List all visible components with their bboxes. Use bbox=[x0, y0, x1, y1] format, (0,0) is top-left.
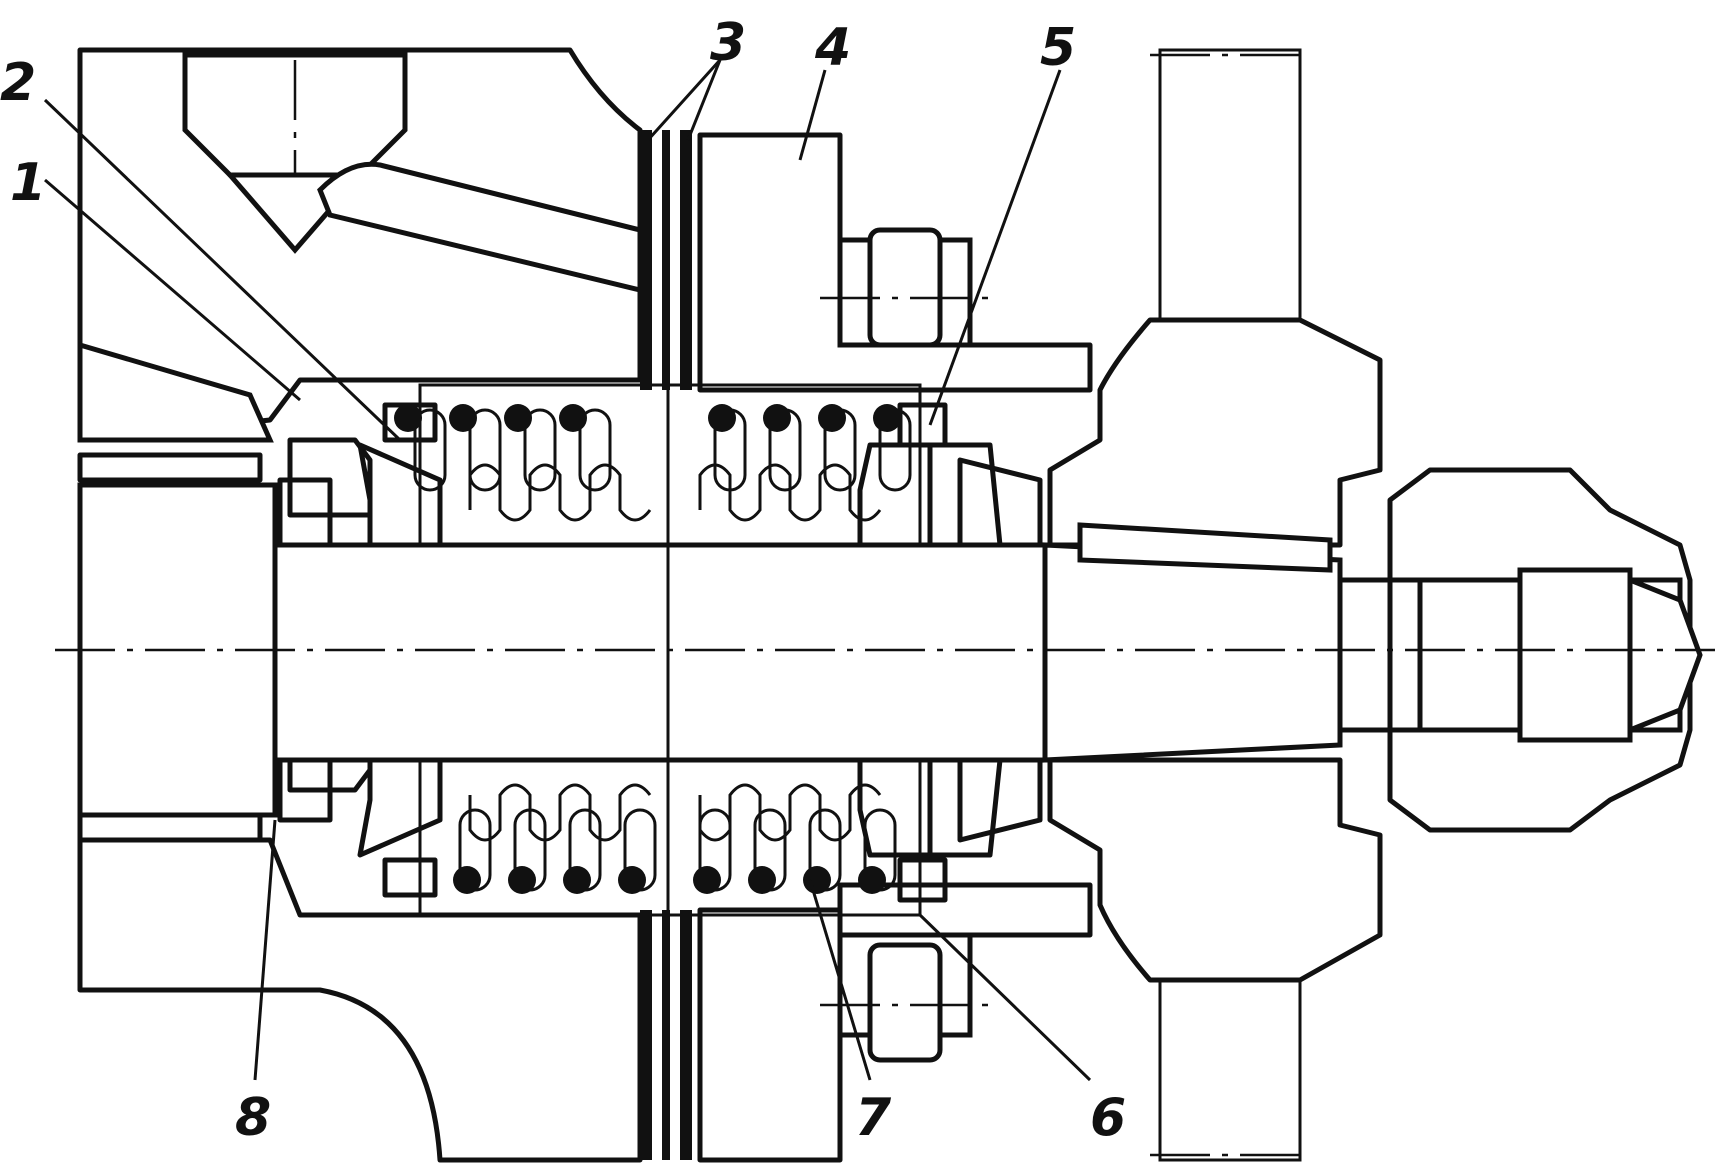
label-6: 6 bbox=[1090, 1088, 1126, 1148]
upper-bolt bbox=[820, 227, 990, 348]
label-1: 1 bbox=[10, 153, 46, 213]
springs-lower bbox=[453, 808, 897, 894]
label-3: 3 bbox=[710, 13, 746, 73]
label-2: 2 bbox=[0, 53, 36, 113]
springs-upper bbox=[394, 404, 912, 492]
lower-bolt bbox=[820, 932, 990, 1063]
leader-lines bbox=[43, 58, 1092, 1082]
left-seal-rings bbox=[277, 402, 443, 898]
label-7: 7 bbox=[855, 1088, 892, 1148]
coupling-shaft-stub bbox=[1150, 48, 1310, 1162]
label-4: 4 bbox=[814, 18, 851, 78]
bellows-upper bbox=[468, 463, 882, 522]
coupling-hub bbox=[1047, 317, 1383, 983]
gaskets bbox=[640, 130, 692, 1160]
label-5: 5 bbox=[1040, 18, 1076, 78]
cap-nut bbox=[1387, 467, 1703, 833]
spring-chamber bbox=[418, 383, 922, 917]
right-seal-rings bbox=[857, 402, 1043, 903]
label-8: 8 bbox=[235, 1088, 271, 1148]
seal-cover bbox=[697, 132, 1093, 1163]
pump-casing bbox=[77, 47, 643, 1163]
